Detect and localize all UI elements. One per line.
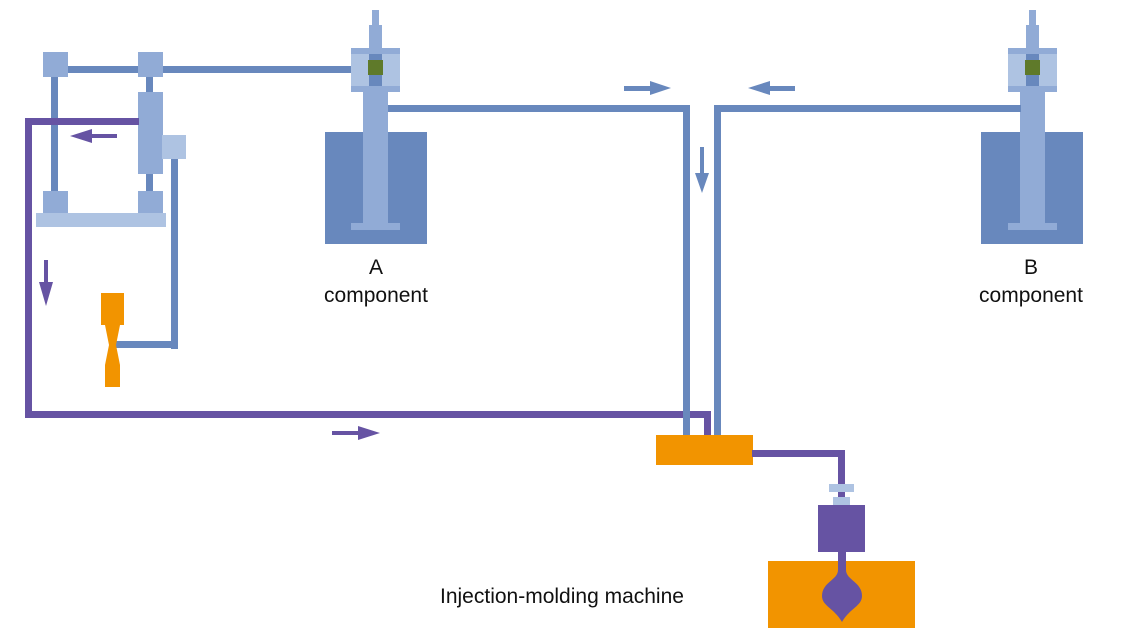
frame-rod-left	[51, 75, 58, 195]
metering-cylinder	[138, 92, 163, 174]
nozzle-clamp-top	[829, 484, 854, 492]
frame-block-bottom-right	[138, 191, 163, 215]
arrow-component-a-feed	[624, 81, 671, 95]
pipe-frame-to-a	[55, 66, 355, 73]
label-component-a-letter: A	[369, 256, 383, 279]
hourglass-valve	[101, 293, 124, 387]
pipe-a-to-mixer	[388, 105, 689, 112]
piston-foot-b	[1008, 223, 1057, 230]
mold-cavity	[822, 551, 862, 622]
cylinder-side-block	[162, 135, 186, 159]
label-component-a-word: component	[324, 284, 428, 307]
nozzle-clamp-bottom	[833, 497, 850, 505]
label-machine: Injection-molding machine	[440, 585, 684, 608]
arrow-recirculation-left	[39, 260, 53, 306]
pipe-b-to-mixer	[714, 105, 1021, 112]
piston-rod-a	[363, 88, 388, 228]
valve-core-b	[1025, 60, 1040, 75]
injection-unit	[818, 505, 865, 552]
mixing-block	[656, 435, 753, 465]
piston-rod-b	[1020, 88, 1045, 228]
frame-block-top-right	[138, 52, 163, 77]
injection-molding-machine	[768, 484, 915, 628]
metering-frame	[36, 52, 355, 349]
frame-base-plate	[36, 213, 166, 227]
component-a-unit	[325, 10, 690, 438]
arrow-recirculation-bottom	[332, 426, 380, 440]
label-component-b-word: component	[979, 284, 1083, 307]
feed-line-to-machine	[752, 450, 845, 500]
pipe-valve-connector	[115, 341, 178, 348]
arrow-merge-down	[695, 147, 709, 193]
valve-core-a	[368, 60, 383, 75]
arrow-component-b-feed	[748, 81, 795, 95]
label-component-b-letter: B	[1024, 256, 1038, 279]
pipe-cylinder-to-valve	[171, 159, 178, 349]
arrow-recirculation-top	[70, 129, 117, 143]
pipe-b-down	[714, 105, 721, 438]
frame-block-bottom-left	[43, 191, 68, 215]
component-b-unit	[714, 10, 1083, 438]
pipe-a-down	[683, 105, 690, 438]
frame-block-top-left	[43, 52, 68, 77]
recirculation-line	[25, 118, 711, 438]
piston-foot-a	[351, 223, 400, 230]
